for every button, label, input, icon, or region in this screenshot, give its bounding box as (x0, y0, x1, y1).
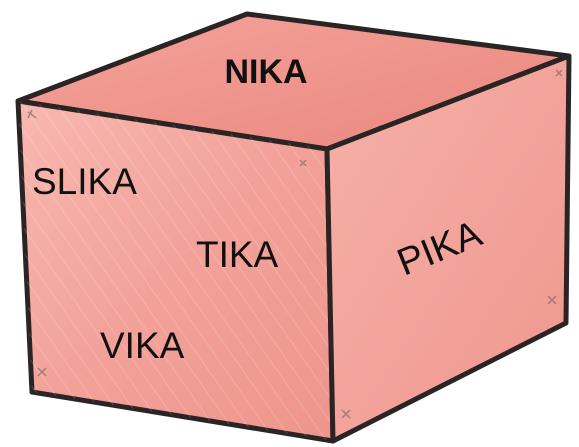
front-label-vika: VIKA (100, 325, 185, 366)
front-face: SLIKA TIKA VIKA (18, 101, 333, 441)
front-label-slika: SLIKA (32, 161, 137, 202)
front-label-tika: TIKA (196, 234, 279, 275)
top-face-label: NIKA (224, 53, 307, 91)
